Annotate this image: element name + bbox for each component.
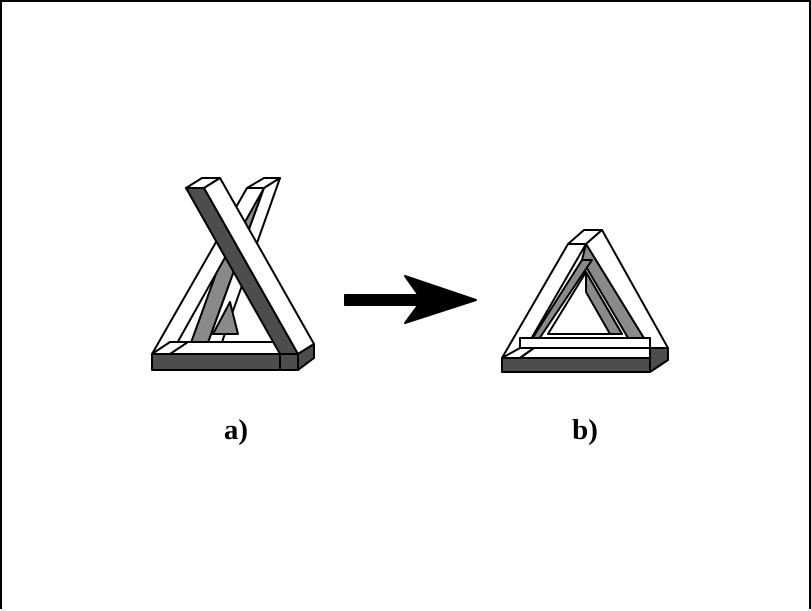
bar-a-falling-dark — [185, 177, 315, 371]
figure-b-impossible-triangle — [501, 229, 669, 373]
panel-a-label: a) — [223, 414, 249, 446]
transform-arrow — [344, 275, 477, 324]
panel-b-label: b) — [572, 414, 598, 446]
figure-a-crossed-bars — [151, 177, 315, 371]
